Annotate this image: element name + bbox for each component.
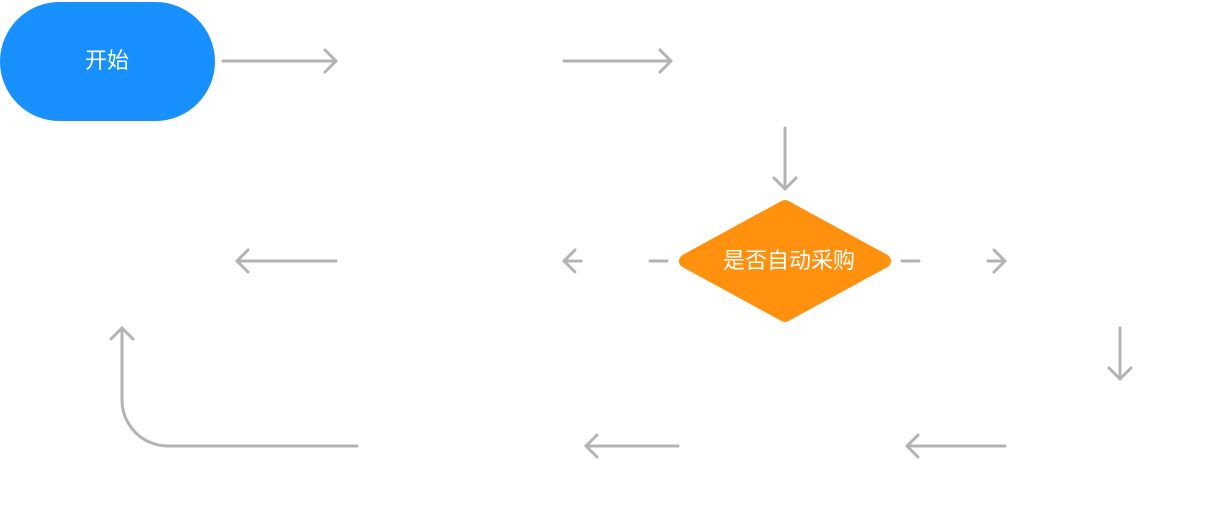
branch-decision-left: [562, 248, 669, 274]
arrow-start-to-step1: [221, 48, 338, 74]
branch-decision-right: [900, 248, 1007, 274]
start-node: 开始: [0, 2, 215, 121]
arrow-left-middle-row: [235, 248, 338, 274]
decision-node-label: 是否自动采购: [723, 249, 855, 274]
arrow-step2-to-decision: [772, 126, 798, 191]
arrowhead-down-icon: [772, 176, 798, 191]
decision-node: 是否自动采购: [679, 200, 891, 322]
start-node-shape: [0, 2, 215, 121]
arrowhead-up-icon: [109, 326, 135, 341]
arrowhead-left-icon: [905, 433, 920, 459]
arrow-step1-to-step2: [562, 48, 673, 74]
arrow-right-branch-down: [1107, 326, 1133, 381]
arrowhead-right-icon: [323, 48, 338, 74]
arrowhead-right-icon: [992, 248, 1007, 274]
arrowhead-left-icon: [584, 433, 599, 459]
arrowhead-right-icon: [658, 48, 673, 74]
arrowhead-down-icon: [1107, 366, 1133, 381]
arrow-bottom-middle-segment: [584, 433, 680, 459]
arrow-bottom-right-segment: [905, 433, 1007, 459]
arrow-bottom-left-curve-up: [109, 326, 359, 448]
start-node-label: 开始: [85, 49, 129, 74]
arrowhead-left-icon: [235, 248, 250, 274]
decision-node-shape: [679, 200, 891, 322]
